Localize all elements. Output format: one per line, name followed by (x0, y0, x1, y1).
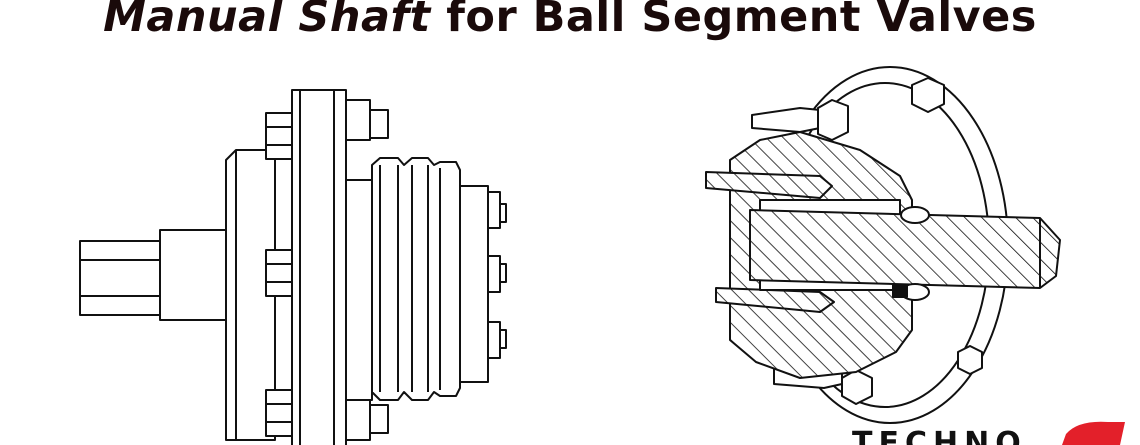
title-rest: for Ball Segment Valves (446, 0, 1037, 42)
upper-bolt (751, 99, 849, 141)
bolt-heads-left (265, 112, 293, 437)
flange-studs (345, 99, 389, 441)
gland-ring (892, 206, 930, 301)
page-title: Manual Shaft for Ball Segment Valves (0, 0, 1140, 42)
techno-logo: TECHNO (852, 424, 1027, 445)
end-plate (459, 185, 489, 383)
lower-stud (715, 287, 835, 313)
shaft-end (79, 240, 163, 316)
flange-bolt-heads (841, 77, 983, 405)
shaft-collar (159, 229, 227, 321)
packing-stack (371, 157, 461, 401)
upper-stud (705, 171, 833, 199)
end-studs (487, 191, 507, 359)
title-italic-part: Manual Shaft (103, 0, 431, 42)
spacer-ring (345, 179, 373, 401)
logo-text: TECHNO (852, 426, 1027, 445)
